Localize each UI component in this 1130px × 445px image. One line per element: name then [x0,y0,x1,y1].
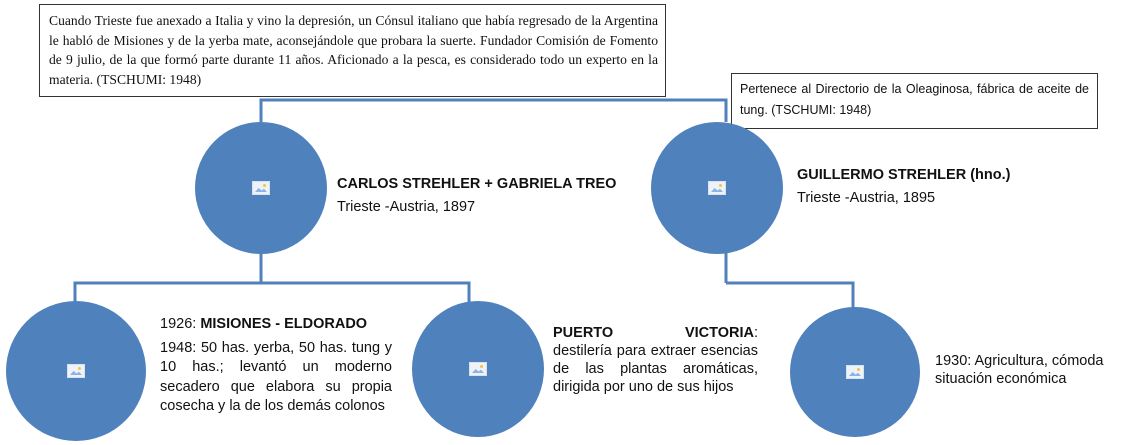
guillermo-node-circle [651,122,783,254]
puerto-colon: : [753,325,758,341]
puerto-title: PUERTO VICTORIA [553,325,754,341]
strehler-biography-note: Cuando Trieste fue anexado a Italia y vi… [39,4,666,97]
guillermo-biography-text: Pertenece al Directorio de la Oleaginosa… [740,82,1089,117]
picture-placeholder-icon [67,364,85,378]
misiones-node-label: 1926: MISIONES - ELDORADO 1948: 50 has. … [160,315,392,417]
picture-placeholder-icon [846,365,864,379]
agricultura-node-circle [790,307,920,437]
carlos-node-circle [195,122,327,254]
carlos-node-origin: Trieste -Austria, 1897 [337,199,476,215]
misiones-text: 1948: 50 has. yerba, 50 has. tung y 10 h… [160,339,392,415]
connector-top [259,98,728,122]
puerto-node-circle [412,301,544,437]
misiones-year: 1926: [160,316,201,332]
agricultura-text: 1930: Agricultura, cómoda situación econ… [935,353,1104,387]
guillermo-biography-note: Pertenece al Directorio de la Oleaginosa… [731,73,1098,129]
picture-placeholder-icon [708,181,726,195]
picture-placeholder-icon [469,362,487,376]
misiones-title: MISIONES - ELDORADO [200,316,368,332]
puerto-node-label: PUERTO VICTORIA: destilería para extraer… [553,324,758,396]
strehler-biography-text: Cuando Trieste fue anexado a Italia y vi… [49,13,658,87]
connector-left-branch [73,281,471,302]
guillermo-node-origin: Trieste -Austria, 1895 [797,190,936,206]
agricultura-node-label: 1930: Agricultura, cómoda situación econ… [935,352,1125,388]
puerto-text: destilería para extraer esencias de las … [553,343,758,395]
picture-placeholder-icon [252,181,270,195]
carlos-node-name: CARLOS STREHLER + GABRIELA TREO [337,176,617,192]
carlos-node-label: CARLOS STREHLER + GABRIELA TREO Trieste … [337,173,657,219]
misiones-node-circle [6,301,146,441]
guillermo-node-name: GUILLERMO STREHLER (hno.) [797,167,1011,183]
guillermo-node-label: GUILLERMO STREHLER (hno.) Trieste -Austr… [797,164,1117,210]
connector-right-branch [726,281,855,310]
